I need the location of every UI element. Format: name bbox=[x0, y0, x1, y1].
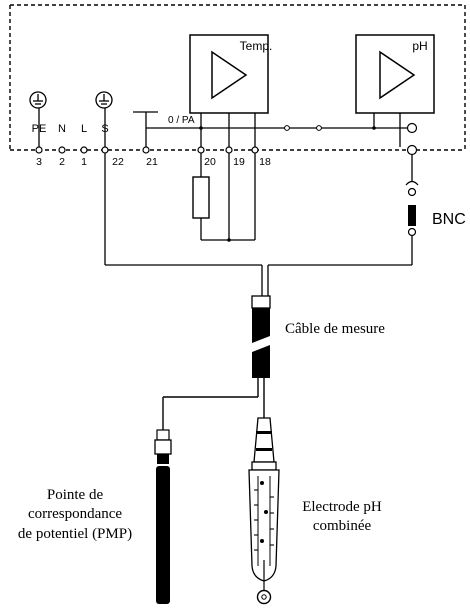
ground-icon bbox=[29, 91, 47, 109]
ground-symbol-s bbox=[95, 91, 113, 109]
coax-connector-icon bbox=[406, 122, 418, 134]
junction-dot bbox=[372, 126, 376, 130]
cable-label: Câble de mesure bbox=[285, 321, 385, 337]
terminal-22 bbox=[101, 146, 109, 154]
resistor bbox=[192, 176, 210, 219]
terminal-n-letter: N bbox=[58, 123, 66, 135]
coax-connector-icon bbox=[406, 144, 418, 156]
internal-wiring bbox=[38, 108, 408, 147]
terminal-pe-number: 3 bbox=[36, 156, 42, 168]
terminal-19 bbox=[225, 146, 233, 154]
electrode-label-line-1: Electrode pH bbox=[302, 499, 382, 515]
ph-electrode bbox=[248, 417, 280, 605]
terminal-1 bbox=[80, 146, 88, 154]
terminal-3 bbox=[35, 146, 43, 154]
terminal-21 bbox=[142, 146, 150, 154]
external-wiring bbox=[104, 153, 413, 298]
terminal-20 bbox=[197, 146, 205, 154]
terminal-18-number: 18 bbox=[259, 156, 271, 168]
pmp-label-line-3: de potentiel (PMP) bbox=[18, 526, 132, 542]
terminal-n-number: 2 bbox=[59, 156, 65, 168]
terminal-2 bbox=[58, 146, 66, 154]
terminal-18 bbox=[251, 146, 259, 154]
ph-label: pH bbox=[412, 39, 427, 53]
temperature-label: Temp. bbox=[240, 39, 273, 53]
terminal-21-number: 21 bbox=[146, 156, 158, 168]
ground-symbol-pe bbox=[29, 91, 47, 109]
bnc-label: BNC bbox=[432, 211, 466, 228]
bnc-connector bbox=[405, 180, 419, 237]
pmp-label-line-1: Pointe de bbox=[47, 487, 104, 503]
pmp-probe bbox=[154, 429, 172, 604]
electrode-label-line-2: combinée bbox=[313, 518, 372, 534]
terminal-19-number: 19 bbox=[233, 156, 245, 168]
junction-dot bbox=[199, 126, 203, 130]
bus-connector bbox=[284, 125, 290, 131]
terminal-l-letter: L bbox=[81, 123, 87, 135]
bus-label: 0 / PA bbox=[168, 115, 195, 126]
amplifier-triangle-icon bbox=[211, 50, 248, 100]
ph-amplifier: pH bbox=[355, 34, 435, 114]
measuring-cable bbox=[162, 295, 271, 430]
terminal-20-number: 20 bbox=[204, 156, 216, 168]
amplifier-triangle-icon bbox=[379, 50, 416, 100]
temperature-amplifier: Temp. bbox=[189, 34, 273, 114]
bus-connector bbox=[316, 125, 322, 131]
junction-dot bbox=[227, 238, 231, 242]
pmp-label-line-2: correspondance bbox=[28, 506, 122, 522]
instrument-housing bbox=[9, 4, 466, 151]
terminal-s-number: 22 bbox=[112, 156, 124, 168]
terminal-l-number: 1 bbox=[81, 156, 87, 168]
ground-icon bbox=[95, 91, 113, 109]
